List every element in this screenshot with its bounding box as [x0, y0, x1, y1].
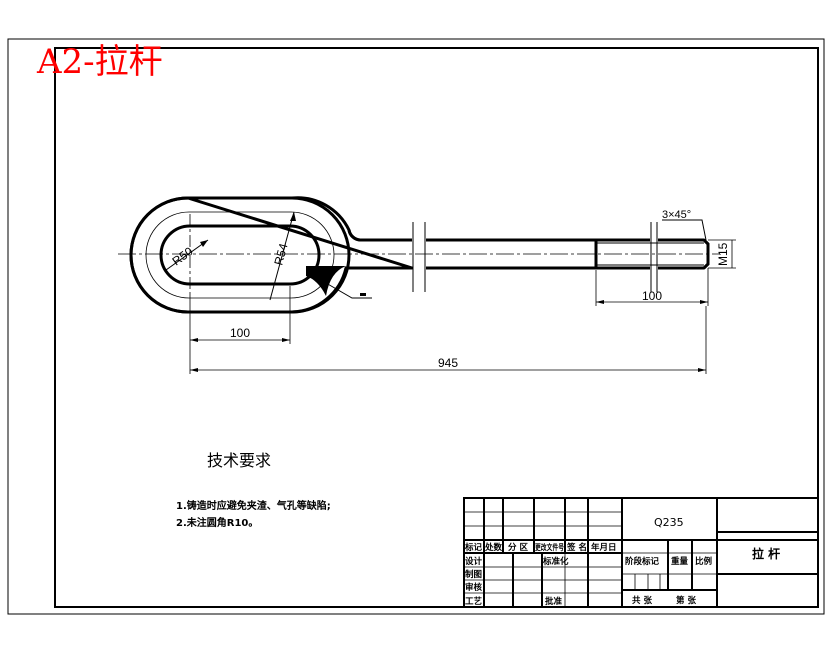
tech-req-item-1: 1.铸造时应避免夹渣、气孔等缺陷; [176, 499, 331, 512]
tie-rod-drawing [118, 196, 720, 314]
thread-len-arrow-right [700, 300, 708, 304]
stage-mark-label: 阶段标记 [625, 556, 660, 567]
tech-req-title: 技术要求 [207, 451, 271, 470]
radius-inner-leader [165, 239, 209, 271]
chamfer-label: 3×45° [662, 209, 691, 221]
trim-border [7, 38, 825, 615]
drawing-frame [54, 47, 819, 608]
chamfer-leader [662, 219, 707, 241]
row-label-design: 设计 [465, 556, 483, 567]
header-cell-mark: 标记 [464, 542, 483, 553]
weld-leader [325, 282, 372, 299]
shaft-top [347, 229, 412, 242]
overall-arrow-left [190, 368, 198, 372]
weight-label: 重量 [671, 556, 689, 567]
eye-outer-outline [129, 196, 710, 314]
eye-body [129, 196, 351, 314]
header-cell-signature: 签 名 [566, 542, 587, 553]
weld-fillet [306, 266, 346, 296]
eye-mid-contour [145, 211, 335, 299]
row-label-process: 工艺 [465, 596, 483, 607]
sheet-label: A2-拉杆 [36, 42, 163, 82]
eye-len-arrow-right [282, 338, 290, 342]
header-cell-zone: 分 区 [508, 542, 528, 553]
thread-dim-label: M15 [716, 242, 730, 266]
thread-len-arrow-left [596, 300, 604, 304]
radius-outer-label: R54 [271, 242, 290, 267]
radius-inner-arrow [200, 240, 208, 247]
header-cell-count: 处数 [484, 542, 503, 553]
total-sheets-label: 共 张 [632, 595, 652, 606]
title-block [463, 497, 819, 608]
standardization-label: 标准化 [542, 556, 569, 567]
header-cell-change-doc: 更改文件号 [535, 542, 564, 552]
radius-outer-leader [269, 211, 295, 301]
thread-len-label: 100 [642, 289, 662, 303]
eye-inner-hole [159, 224, 321, 286]
overall-arrow-right [698, 368, 706, 372]
overall-label: 945 [438, 356, 458, 370]
part-name-label: 拉 杆 [752, 546, 780, 561]
eye-len-label: 100 [230, 326, 250, 340]
radius-outer-arrow [290, 212, 296, 221]
material-label: Q235 [654, 516, 684, 529]
row-label-drafting: 制图 [465, 569, 482, 580]
header-cell-date: 年月日 [591, 542, 617, 553]
row-label-review: 审核 [465, 582, 483, 593]
eye-len-arrow-left [190, 338, 198, 342]
approval-label: 批准 [545, 596, 563, 607]
tech-req-item-2: 2.未注圆角R10。 [176, 516, 258, 529]
sheet-no-label: 第 张 [676, 595, 696, 606]
scale-label: 比例 [695, 556, 713, 567]
weld-symbol [360, 293, 366, 296]
